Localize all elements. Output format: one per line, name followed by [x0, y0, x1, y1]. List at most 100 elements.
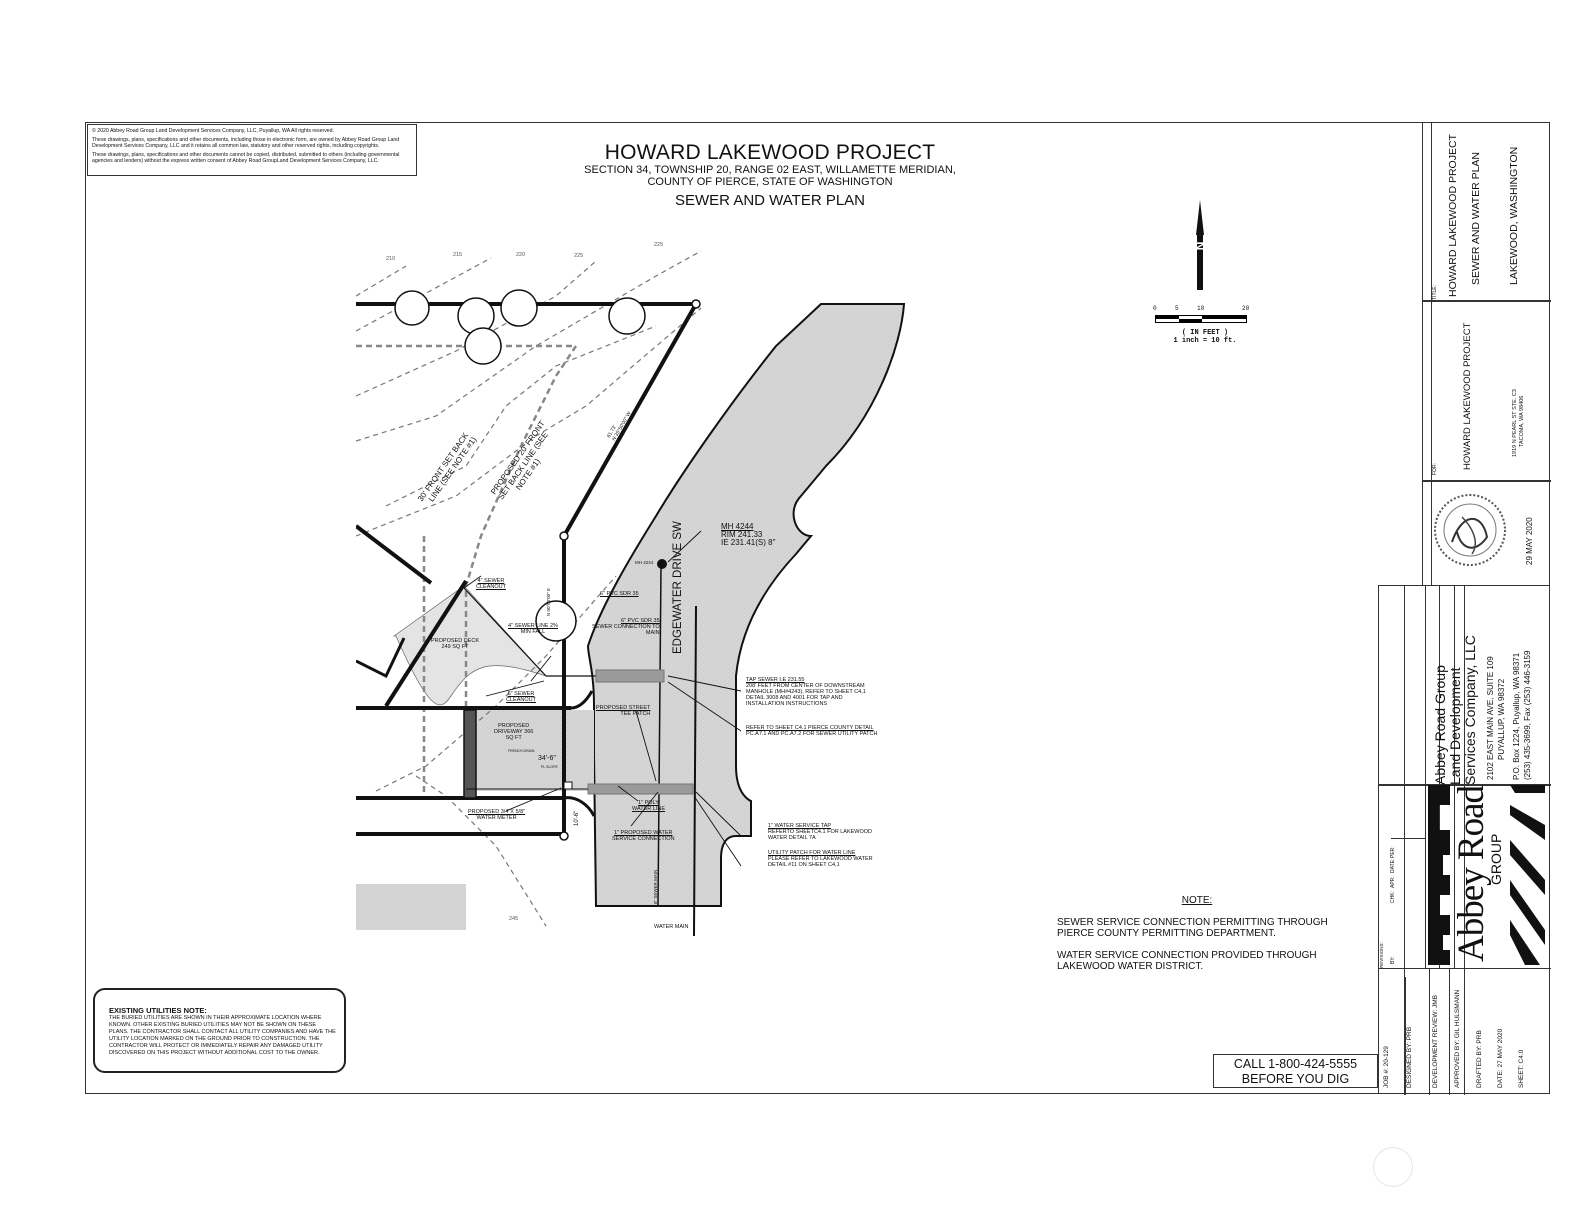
- pvc-label-1: 6" PVC SDR 35: [600, 591, 639, 597]
- company-address-4: (253) 435-3699, Fax (253) 446-3159: [1523, 650, 1532, 780]
- project-title: HOWARD LAKEWOOD PROJECT: [604, 141, 936, 164]
- copyright-notice: © 2020 Abbey Road Group Land Development…: [87, 124, 417, 176]
- callout-text: MAIN: [645, 630, 660, 636]
- title-line-1: HOWARD LAKEWOOD PROJECT: [1447, 134, 1459, 297]
- callout-text: 249 SQ FT: [441, 644, 469, 650]
- adjacent-parcel: [356, 884, 466, 930]
- sheet-number: SHEET: C4.0: [1518, 1049, 1525, 1088]
- divider: [1379, 784, 1551, 786]
- tap-sewer-note: TAP SEWER I.E 231.55 208' FEET FROM CENT…: [746, 677, 866, 707]
- manhole-rim: RIM 241.33: [721, 530, 763, 539]
- sewer-main-line: [657, 565, 662, 907]
- scale-ratio: 1 inch = 10 ft.: [1173, 337, 1237, 345]
- leader-lines: [463, 530, 742, 867]
- site-plan-drawing: 210 215 220 225 225 245 30' FRONT SET BA…: [356, 236, 911, 936]
- divider: [1405, 977, 1406, 1095]
- callout-text: WATER LINE: [632, 806, 666, 812]
- cleanout-6in-label: 6" SEWER CLEANOUT: [506, 691, 536, 703]
- scale-ticks: 0 5 10 20: [1150, 305, 1260, 313]
- plan-title: SEWER AND WATER PLAN: [674, 192, 866, 209]
- tree-icon: [500, 289, 538, 327]
- scale-tick: 5: [1175, 305, 1179, 312]
- water-main-line: [693, 605, 697, 936]
- trees: [394, 289, 646, 642]
- revision-col-by: BY:: [1390, 956, 1396, 964]
- company-line-2: Land Development: [1447, 667, 1463, 785]
- callout-text: 4" SEWER: [477, 578, 505, 584]
- scale-tick: 0: [1153, 305, 1157, 312]
- revisions-label: REVISIONS:: [1379, 942, 1384, 968]
- callout-text: WATER METER: [476, 815, 517, 821]
- road-edgewater-drive: [586, 303, 906, 907]
- callout-text: PROPOSED 3/4"X 5/8": [468, 809, 526, 815]
- scale-bar: 0 5 10 20 ( IN FEET ) 1 inch = 10 ft.: [1150, 305, 1260, 355]
- callout-text: SEWER CONNECTION TO: [592, 624, 660, 630]
- tree-icon: [535, 600, 577, 642]
- for-label: FOR:: [1432, 463, 1438, 475]
- tree-icon: [394, 290, 430, 326]
- water-tap-note: 1" WATER SERVICE TAP REFERTO SHEETC4.1 F…: [768, 823, 872, 841]
- callout-text: UTILITY PATCH FOR WATER LINE: [768, 850, 856, 856]
- sewer-main-label: 8" SEWER MAIN: [653, 869, 658, 904]
- copyright-line-1: © 2020 Abbey Road Group Land Development…: [92, 128, 334, 134]
- legal-description-2: COUNTY OF PIERCE, STATE OF WASHINGTON: [647, 176, 893, 188]
- manhole-callout: MH 4244 RIM 241.33 IE 231.41(S) 8": [721, 523, 775, 547]
- divider: [1449, 969, 1450, 1095]
- sewer-patch-note: REFER TO SHEET C4.1 PIERCE COUNTY DETAIL…: [746, 725, 877, 737]
- divider: [1454, 586, 1455, 968]
- north-arrow: N: [1180, 200, 1220, 295]
- revision-col-chk: CHK:: [1390, 891, 1396, 903]
- note-heading: NOTE:: [1181, 895, 1213, 906]
- designed-by: DESIGNED BY: PRB: [1406, 1026, 1413, 1088]
- manhole-id: MH 4244: [721, 522, 754, 531]
- seal-stamp-icon: [1434, 494, 1506, 566]
- north-label: N: [1193, 242, 1207, 251]
- divider: [1429, 969, 1430, 1095]
- callout-text: CLEANOUT: [476, 584, 506, 590]
- sheet-border: [85, 122, 1550, 1094]
- company-logo: [1425, 785, 1545, 965]
- water-patch-note: UTILITY PATCH FOR WATER LINE PLEASE REFE…: [768, 850, 873, 868]
- sewer-line-label: 4" SEWER LINE 2% MIN FALL: [508, 623, 558, 635]
- french-drain-label: FRENCH DRAIN: [508, 749, 535, 753]
- contour-label: 215: [453, 252, 463, 258]
- callout-text: SERVICE CONNECTION: [612, 836, 675, 842]
- logo-group-text: GROUP: [1488, 833, 1504, 885]
- logo-wordmark: Abbey Road: [1451, 786, 1492, 962]
- building-footprint: [356, 637, 406, 679]
- company-line-1: Abbey Road Group: [1432, 665, 1448, 785]
- revision-col-apr: APR:: [1390, 876, 1396, 888]
- callout-text: PROPOSED STREET: [596, 705, 651, 711]
- contour-label: 210: [386, 256, 396, 262]
- divider: [1431, 122, 1432, 585]
- dimension-note: PL SLOPE: [541, 765, 558, 769]
- manhole-invert: IE 231.41(S) 8": [721, 538, 776, 547]
- call-before-you-dig-box: CALL 1-800-424-5555 BEFORE YOU DIG: [1213, 1054, 1378, 1088]
- tee-patch-label: PROPOSED STREET TEE PATCH: [596, 705, 650, 717]
- callout-text: 208' FEET FROM CENTER OF DOWNSTREAM: [746, 683, 865, 689]
- water-meter-label: PROPOSED 3/4"X 5/8" WATER METER: [468, 809, 525, 821]
- callout-text: 6" PVC SDR 35: [600, 591, 639, 597]
- dimension-label: 34'-6": [538, 755, 556, 762]
- divider: [1404, 586, 1405, 1095]
- call-number: CALL 1-800-424-5555: [1233, 1057, 1358, 1071]
- note-sewer: SEWER SERVICE CONNECTION PERMITTING THRO…: [1057, 917, 1328, 939]
- existing-utilities-note: EXISTING UTILITIES NOTE: THE BURIED UTIL…: [93, 988, 346, 1073]
- callout-text: 6" SEWER: [507, 691, 535, 697]
- divider: [1464, 586, 1465, 1095]
- seal-date: 29 MAY 2020: [1525, 517, 1534, 565]
- drawing-date: DATE: 27 MAY 2020: [1497, 1028, 1504, 1088]
- callout-text: CLEANOUT: [506, 697, 536, 703]
- north-arrow-icon: N: [1193, 200, 1207, 290]
- french-drain: [463, 709, 477, 799]
- callout-text: MANHOLE (MH#4243), REFER TO SHEET C4,1: [746, 689, 866, 695]
- title-label: TITLE:: [1432, 284, 1438, 300]
- callout-text: REFER TO SHEET C4.1 PIERCE COUNTY DETAIL: [746, 725, 874, 731]
- callout-text: 4" SEWER LINE 2%: [508, 623, 558, 629]
- manhole-icon: [657, 559, 667, 569]
- water-connection-label: 1" PROPOSED WATER SERVICE CONNECTION: [612, 830, 675, 842]
- page-indicator-circle[interactable]: [1373, 1147, 1413, 1187]
- callout-text: PROPOSED: [498, 723, 530, 729]
- tree-icon: [464, 327, 502, 365]
- utilities-note-body: THE BURIED UTILITIES ARE SHOWN IN THEIR …: [109, 1015, 336, 1056]
